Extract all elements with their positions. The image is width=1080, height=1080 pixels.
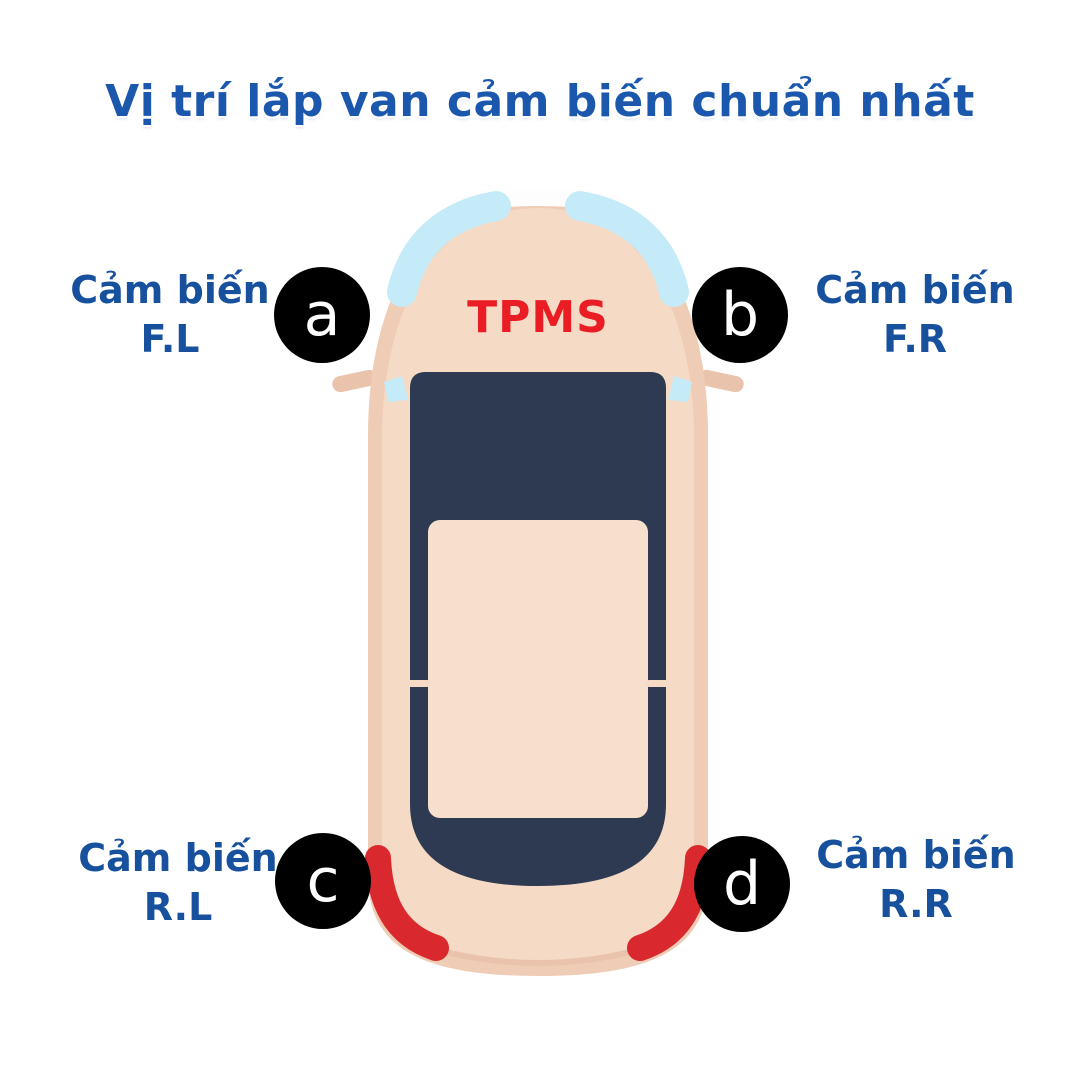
door-seam-right	[646, 680, 674, 687]
sensor-marker-d: d	[694, 836, 790, 932]
sensor-label-rear-right-line1: Cảm biến	[816, 833, 1016, 877]
front-window-sliver-right	[668, 376, 692, 402]
sensor-label-rear-left-line2: R.L	[143, 885, 213, 930]
car-top-view-illustration: TPMS	[332, 190, 744, 976]
tpms-label: TPMS	[467, 292, 609, 343]
front-window-sliver-left	[384, 376, 408, 402]
right-mirror-icon	[698, 369, 744, 393]
sensor-label-front-right-line2: F.R	[882, 317, 948, 362]
side-mirrors	[332, 369, 744, 393]
sensor-marker-d-letter: d	[722, 849, 762, 919]
taillight-left	[365, 845, 449, 961]
sensor-label-front-right-line1: Cảm biến	[815, 268, 1015, 312]
sensor-label-front-left: Cảm biến F.L	[60, 266, 280, 365]
sensor-label-front-right: Cảm biến F.R	[805, 266, 1025, 365]
sensor-marker-b: b	[692, 267, 788, 363]
sensor-label-front-left-line1: Cảm biến	[70, 268, 270, 312]
rear-bumper-seam	[443, 949, 633, 966]
sensor-label-rear-left-line1: Cảm biến	[78, 836, 278, 880]
door-seam-left	[402, 680, 430, 687]
sensor-marker-a-letter: a	[303, 280, 341, 350]
sensor-marker-b-letter: b	[720, 280, 760, 350]
windshield-glass-right	[565, 191, 689, 307]
left-mirror-icon	[332, 369, 378, 393]
roof-panel	[428, 520, 648, 818]
sensor-label-rear-right-line2: R.R	[879, 882, 953, 927]
sensor-marker-c-letter: c	[306, 846, 340, 916]
page-title: Vị trí lắp van cảm biến chuẩn nhất	[105, 76, 975, 127]
sensor-label-rear-left: Cảm biến R.L	[68, 834, 288, 933]
sensor-label-rear-right: Cảm biến R.R	[806, 831, 1026, 930]
sensor-marker-c: c	[275, 833, 371, 929]
windshield-glass-left	[387, 191, 511, 307]
sensor-marker-a: a	[274, 267, 370, 363]
sensor-label-front-left-line2: F.L	[140, 317, 200, 362]
